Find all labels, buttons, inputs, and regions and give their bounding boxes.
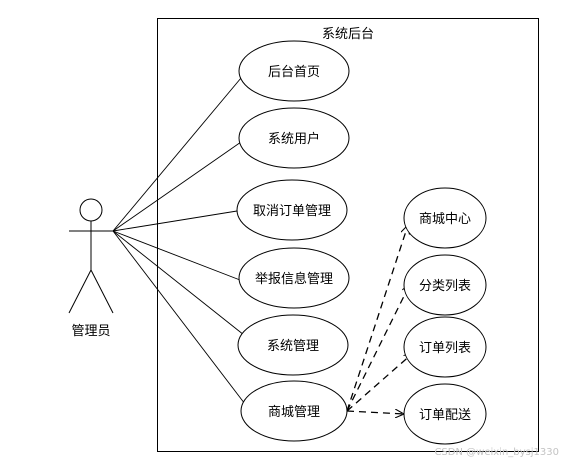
use-case-home-label: 后台首页: [268, 65, 320, 80]
use-case-order-list-label: 订单列表: [419, 341, 471, 356]
actor-right-leg: [90, 269, 114, 314]
dependencies: [346, 225, 413, 414]
use-case-mall-center: 商城中心: [403, 187, 487, 249]
actor-label: 管理员: [71, 324, 110, 339]
use-case-system-mgmt-label: 系统管理: [267, 339, 319, 354]
actor-left-leg: [68, 269, 92, 314]
use-case-report-info-mgmt-label: 举报信息管理: [255, 271, 333, 287]
use-case-category-list: 分类列表: [403, 254, 487, 316]
association-mall-mgmt: [112, 230, 246, 405]
use-case-mall-center-label: 商城中心: [419, 212, 471, 227]
use-case-category-list-shape: [403, 254, 487, 316]
use-case-system-mgmt: 系统管理: [237, 314, 349, 376]
use-case-report-info-mgmt: 举报信息管理: [238, 247, 350, 309]
dependency-order-list: [346, 353, 413, 412]
association-cancel-order-mgmt: [112, 210, 238, 232]
dependency-mall-center: [346, 225, 408, 412]
use-case-order-delivery-label: 订单配送: [419, 408, 471, 423]
associations: [112, 77, 246, 405]
association-report-info-mgmt: [112, 230, 241, 281]
system-boundary: [157, 18, 539, 452]
actor-figure: [68, 198, 114, 314]
association-system-users: [112, 141, 242, 232]
use-case-cancel-order-mgmt-label: 取消订单管理: [253, 204, 331, 219]
use-case-cancel-order-mgmt-shape: [236, 179, 348, 241]
association-home: [112, 77, 242, 232]
use-case-home-shape: [238, 40, 350, 102]
use-case-order-list: 订单列表: [403, 316, 487, 378]
dependency-category-list: [346, 284, 411, 412]
use-case-order-delivery-shape: [403, 383, 487, 445]
use-case-mall-center-shape: [403, 187, 487, 249]
use-case-home: 后台首页: [238, 40, 350, 102]
use-case-order-delivery: 订单配送: [403, 383, 487, 445]
watermark: CSDN @weixin_bysj1330: [434, 447, 559, 458]
use-case-mall-mgmt: 商城管理: [240, 380, 348, 442]
dependency-order-delivery: [346, 411, 404, 414]
use-case-system-users-label: 系统用户: [268, 131, 320, 147]
use-case-mall-mgmt-shape: [240, 380, 348, 442]
system-title: 系统后台: [322, 27, 374, 42]
use-case-system-users: 系统用户: [238, 107, 350, 169]
use-case-mall-mgmt-label: 商城管理: [268, 405, 320, 420]
use-case-system-mgmt-shape: [237, 314, 349, 376]
association-system-mgmt: [112, 230, 245, 336]
use-case-order-list-shape: [403, 316, 487, 378]
actor-head: [79, 198, 103, 222]
use-case-report-info-mgmt-shape: [238, 247, 350, 309]
use-case-cancel-order-mgmt: 取消订单管理: [236, 179, 348, 241]
use-case-category-list-label: 分类列表: [419, 279, 471, 294]
use-case-system-users-shape: [238, 107, 350, 169]
